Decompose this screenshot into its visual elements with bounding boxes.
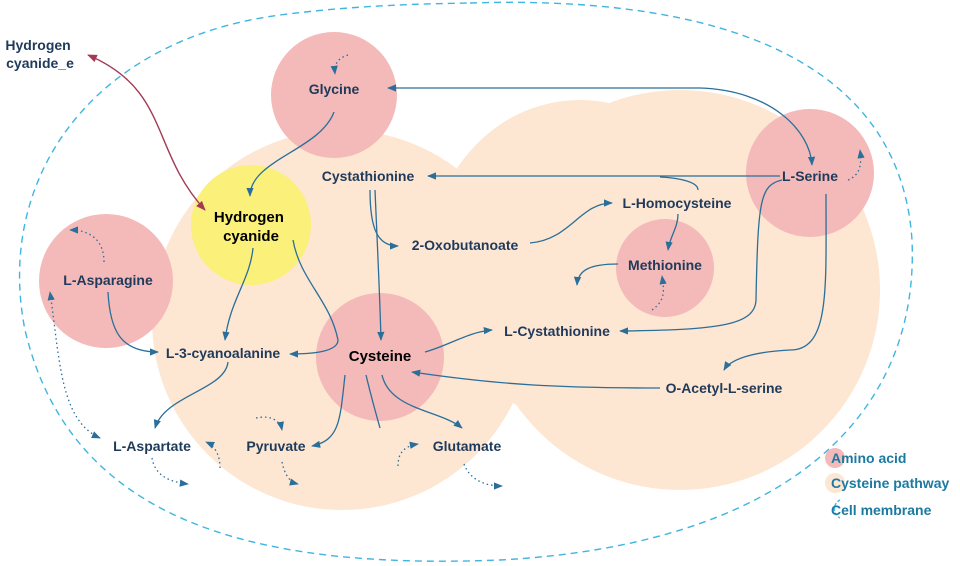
exchange-arrow <box>87 54 206 211</box>
cystathionine-label: Cystathionine <box>322 168 415 184</box>
arrow-homocysteine-to-methionine <box>665 213 679 251</box>
cyanoalanine-label: L-3-cyanoalanine <box>166 345 281 361</box>
glutamate-label: Glutamate <box>433 438 502 454</box>
glycine-circle <box>271 32 397 158</box>
legend-amino-acid-label: Amino acid <box>831 450 906 466</box>
legend: Amino acid Cysteine pathway Cell membran… <box>825 448 949 519</box>
o-acetyl-l-serine-label: O-Acetyl-L-serine <box>666 380 783 396</box>
glycine-label: Glycine <box>309 81 360 97</box>
l-cystathionine-label: L-Cystathionine <box>504 323 610 339</box>
arrow-cysteine-to-l-cystathionine <box>424 327 493 353</box>
methionine-label: Methionine <box>628 257 702 273</box>
methionine-circle <box>616 219 714 317</box>
l-aspartate-label: L-Aspartate <box>113 438 191 454</box>
l-serine-label: L-Serine <box>782 168 838 184</box>
arrow-glycine-to-hcn <box>246 111 335 197</box>
arrow-homocys-join <box>659 176 699 191</box>
arrow-asparagine-to-cyanoalanine <box>107 291 159 356</box>
arrow-cyanoalanine-to-aspartate <box>153 361 229 429</box>
legend-cell-membrane-label: Cell membrane <box>831 502 932 518</box>
dotted-serine-self <box>847 149 865 181</box>
arrow-hcn-to-cyanoalanine <box>222 247 254 341</box>
dotted-methionine-in <box>651 275 667 311</box>
arrow-cystathionine-to-cysteine <box>374 189 385 341</box>
l-homocysteine-label: L-Homocysteine <box>623 195 732 211</box>
hydrogen-cyanide-circle <box>191 165 311 285</box>
arrow-serine-to-o-acetyl <box>723 193 827 371</box>
cysteine-circle <box>316 293 444 421</box>
dotted-glycine-in <box>330 54 349 75</box>
hydrogen-cyanide-e-label: Hydrogen cyanide_e <box>5 37 74 71</box>
legend-cell-membrane-swatch <box>833 499 841 519</box>
legend-amino-acid-swatch <box>825 448 845 468</box>
l-asparagine-label: L-Asparagine <box>63 272 153 288</box>
legend-cysteine-pathway-swatch <box>825 473 845 493</box>
arrow-o-acetyl-to-cysteine <box>411 369 661 389</box>
arrow-cysteine-down <box>365 374 381 429</box>
arrow-glycine-serine <box>387 84 816 166</box>
arrow-methionine-out <box>573 263 619 286</box>
reaction-arrows <box>47 54 865 490</box>
arrow-cysteine-to-pyruvate <box>311 374 346 448</box>
hydrogen-cyanide-label: Hydrogen cyanide <box>214 209 288 245</box>
pyruvate-label: Pyruvate <box>246 438 305 454</box>
dotted-aspartate-out <box>151 457 189 487</box>
oxobutanoate-label: 2-Oxobutanoate <box>412 237 519 253</box>
arrow-cysteine-to-glutamate <box>381 374 463 429</box>
cysteine-label: Cysteine <box>349 348 412 365</box>
dotted-asparagine-top <box>69 226 105 263</box>
arrow-cysteine-side-branch <box>289 239 339 358</box>
arrow-oxobutanoate-to-homocysteine <box>529 199 613 244</box>
dotted-asparagine-aspartate <box>47 291 101 439</box>
arrow-serine-to-l-cystathionine <box>619 179 783 335</box>
dotted-glutamate-out <box>463 463 503 490</box>
legend-cysteine-pathway-label: Cysteine pathway <box>831 475 949 491</box>
